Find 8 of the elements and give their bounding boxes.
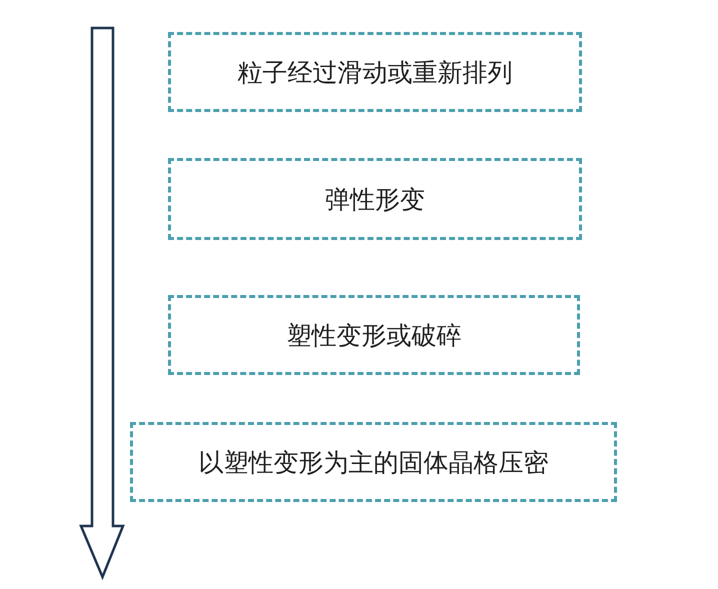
box-label: 塑性变形或破碎 <box>286 320 462 352</box>
process-box <box>130 422 617 502</box>
process-box <box>168 32 582 112</box>
process-box <box>168 158 582 240</box>
box-label: 弹性形变 <box>325 184 425 216</box>
box-label: 粒子经过滑动或重新排列 <box>238 56 512 88</box>
box-label: 以塑性变形为主的固体晶格压密 <box>198 446 548 478</box>
process-box <box>168 295 580 375</box>
